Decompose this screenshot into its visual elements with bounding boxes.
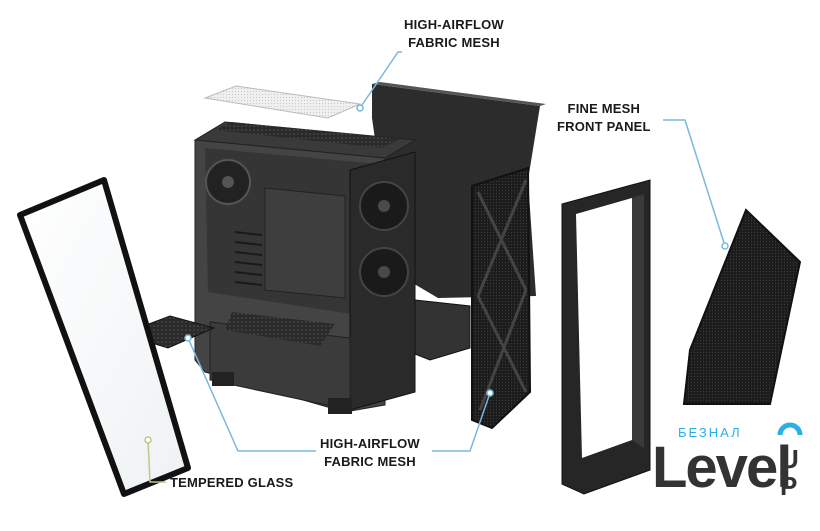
logo-letter-u: U <box>780 444 799 474</box>
logo-wordmark: Level <box>652 435 792 500</box>
logo-up-mark: U P <box>777 422 803 501</box>
fine-mesh-front-panel <box>682 208 802 405</box>
label-fine-mesh-front-panel: FINE MESH FRONT PANEL <box>557 100 651 136</box>
label-top-line1: HIGH-AIRFLOW <box>404 17 504 32</box>
front-panel-frame <box>561 179 651 495</box>
tempered-glass-panel <box>17 177 191 497</box>
label-top-line2: FABRIC MESH <box>408 35 500 50</box>
logo-subtitle: БЕЗНАЛ <box>678 425 742 440</box>
label-front-line1: FINE MESH <box>567 101 641 116</box>
levelup-logo: БЕЗНАЛ Level U P <box>648 413 818 531</box>
label-bottom-line1: HIGH-AIRFLOW <box>320 436 420 451</box>
label-tempered-glass: TEMPERED GLASS <box>170 475 294 490</box>
callout-dots <box>144 104 729 444</box>
label-top-fabric-mesh: HIGH-AIRFLOW FABRIC MESH <box>404 16 504 52</box>
logo-arc-icon <box>777 422 803 436</box>
top-fabric-mesh-panel <box>203 85 362 119</box>
label-front-line2: FRONT PANEL <box>557 119 651 134</box>
callout-lines <box>147 51 726 483</box>
label-bottom-fabric-mesh: HIGH-AIRFLOW FABRIC MESH <box>320 435 420 471</box>
case-chassis <box>193 121 471 414</box>
front-inner-mesh-frame <box>471 166 532 430</box>
label-bottom-line2: FABRIC MESH <box>324 454 416 469</box>
logo-letter-p: P <box>780 471 797 501</box>
